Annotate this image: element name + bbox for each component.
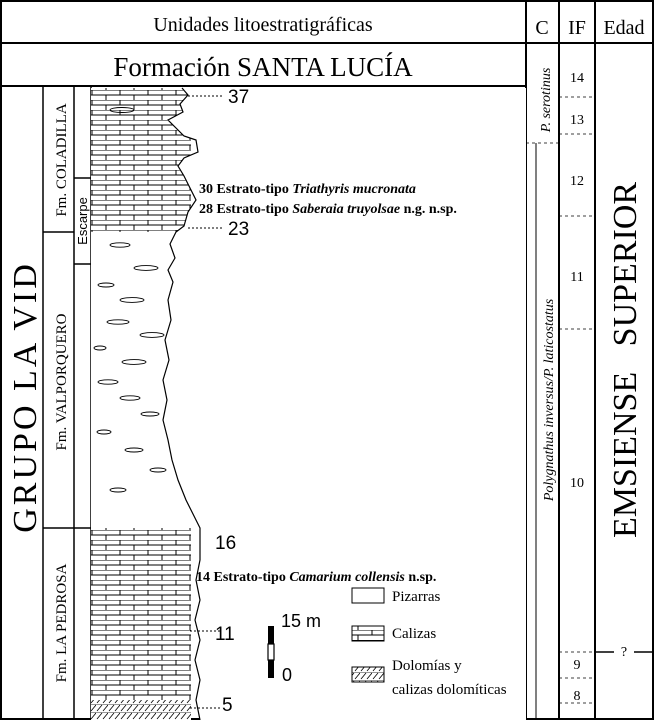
annotation-14-taxon: Camarium collensis [289, 570, 405, 585]
weathering-profile [162, 87, 201, 720]
scale-bottom-label: 0 [282, 665, 292, 685]
bed-numbers: 37 23 16 11 5 [215, 87, 249, 716]
annotation-14-suffix: n.sp. [408, 570, 436, 585]
if-labels: 14 13 12 11 10 9 8 [570, 71, 584, 704]
units-header: Unidades litoestratigráficas [153, 14, 373, 36]
limestone-nodules [93, 107, 167, 493]
annotation-14-number: 14 [196, 570, 210, 585]
nodule [121, 359, 147, 365]
if-label-8: 8 [574, 689, 581, 704]
annotation-30: 30 Estrato-tipo Triathyris mucronata [199, 182, 416, 197]
annotation-30-text: Estrato-tipo [217, 182, 289, 197]
nodule [133, 265, 159, 271]
nodule [109, 107, 135, 113]
escarpe-label: Escarpe [75, 197, 90, 245]
legend-dolomites-line2: calizas dolomíticas [392, 682, 507, 698]
age-question: ? [621, 645, 627, 660]
if-label-12: 12 [570, 174, 584, 189]
zone-serotinus: P. serotinus [539, 67, 554, 133]
annotation-14: 14 Estrato-tipo Camarium collensis n.sp. [196, 570, 436, 585]
legend-limestones: Calizas [392, 626, 436, 642]
profile-mask [163, 88, 526, 720]
bed-number-5: 5 [222, 695, 233, 716]
bed-number-37: 37 [228, 87, 249, 108]
nodule [119, 395, 141, 401]
nodule [124, 447, 144, 453]
if-label-10: 10 [570, 476, 584, 491]
legend-swatch-limestones [351, 625, 385, 642]
age-header: Edad [603, 17, 644, 39]
basal-dolomite-bed [91, 700, 191, 720]
nodule [109, 487, 127, 493]
bed-number-16: 16 [215, 533, 236, 554]
bed-number-11: 11 [215, 624, 235, 645]
nodule [93, 345, 107, 351]
legend-swatch-shales [351, 587, 385, 604]
scale-top-label: 15 m [281, 611, 321, 631]
bed-number-23: 23 [228, 219, 249, 240]
lower-limestone-beds [91, 528, 191, 720]
annotation-30-number: 30 [199, 182, 213, 197]
lithology-column [91, 87, 526, 720]
scale-bar: 15 m 0 [267, 611, 321, 685]
scale-bar-upper [268, 626, 274, 644]
annotation-28-taxon: Saberaia truyolsae [292, 202, 400, 217]
fm-coladilla-label: Fm. COLADILLA [54, 103, 70, 216]
scale-bar-middle [267, 643, 275, 661]
if-label-13: 13 [570, 113, 584, 128]
annotation-14-text: Estrato-tipo [214, 570, 286, 585]
nodule [106, 319, 130, 325]
annotation-28: 28 Estrato-tipo Saberaia truyolsae n.g. … [199, 202, 457, 217]
if-label-14: 14 [570, 71, 584, 86]
c-header: C [535, 17, 548, 39]
annotation-28-suffix: n.g. n.sp. [404, 202, 457, 217]
if-header: IF [568, 17, 586, 39]
legend-swatch-dolomites [351, 666, 385, 683]
nodule [109, 242, 131, 248]
age-label: EMSIENSE SUPERIOR [607, 182, 644, 538]
formation-title: Formación SANTA LUCÍA [113, 52, 413, 82]
nodule [119, 297, 145, 303]
scale-bar-lower [268, 660, 274, 678]
annotation-28-text: Estrato-tipo [217, 202, 289, 217]
zone-inversus: Polygnathus inversus/P. laticostatus [542, 298, 557, 502]
upper-limestone-beds [91, 88, 191, 232]
if-boundaries [559, 96, 595, 704]
bed-markers [188, 95, 224, 709]
if-label-11: 11 [570, 270, 583, 285]
annotation-30-taxon: Triathyris mucronata [292, 182, 416, 197]
annotation-28-number: 28 [199, 202, 213, 217]
nodule [97, 282, 115, 288]
nodule [97, 379, 119, 385]
if-label-9: 9 [574, 658, 581, 673]
legend-dolomites-line1: Dolomías y [392, 658, 462, 674]
nodule [96, 429, 112, 435]
nodule [139, 332, 165, 338]
nodule [140, 411, 160, 417]
legend: Pizarras Calizas Dolomías y calizas dolo… [351, 587, 507, 698]
nodule [149, 467, 167, 473]
fm-la-pedrosa-label: Fm. LA PEDROSA [54, 563, 70, 682]
fm-valporquero-label: Fm. VALPORQUERO [54, 313, 70, 450]
legend-shales: Pizarras [392, 589, 440, 605]
group-label: GRUPO LA VID [7, 261, 44, 533]
